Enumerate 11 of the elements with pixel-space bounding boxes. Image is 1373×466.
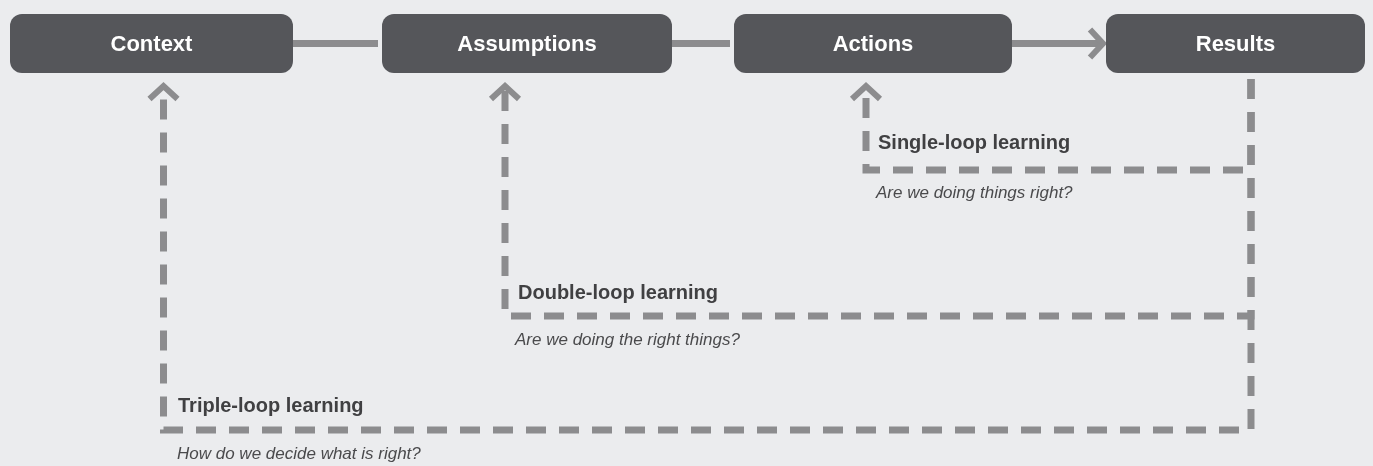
stage-box: Actions (734, 14, 1012, 73)
stage-box: Context (10, 14, 293, 73)
loop-title: Triple-loop learning (178, 395, 364, 415)
stage-box: Assumptions (382, 14, 672, 73)
guiding-question: How do we decide what is right? (177, 445, 421, 462)
connector-arrow (1012, 26, 1106, 61)
loop-title: Double-loop learning (518, 282, 718, 302)
guiding-question: Are we doing the right things? (515, 331, 740, 348)
loop-title: Single-loop learning (878, 132, 1071, 152)
stage-box: Results (1106, 14, 1365, 73)
guiding-question: Are we doing things right? (876, 184, 1073, 201)
